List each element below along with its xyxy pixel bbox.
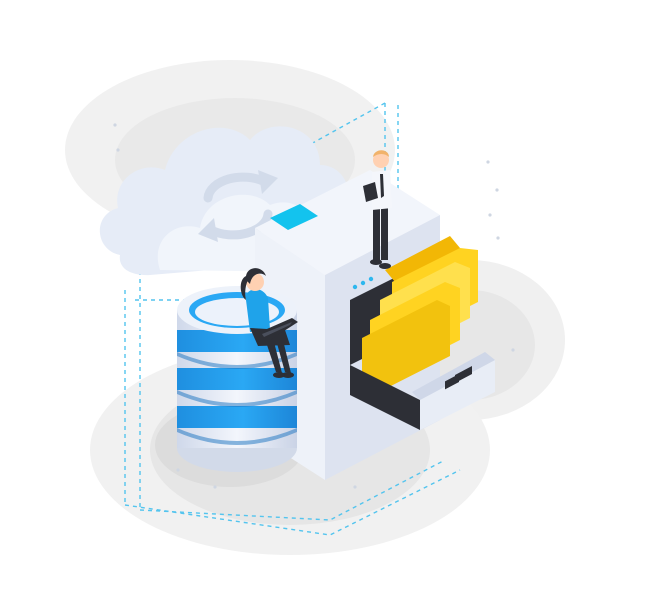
folder-icon	[362, 236, 478, 394]
sparkle-dots	[113, 123, 515, 489]
man-with-clipboard	[363, 150, 392, 269]
cloud-sync-icon	[203, 172, 273, 240]
drawer	[350, 352, 495, 430]
woman-with-laptop	[240, 268, 298, 378]
database-icon	[177, 286, 297, 472]
